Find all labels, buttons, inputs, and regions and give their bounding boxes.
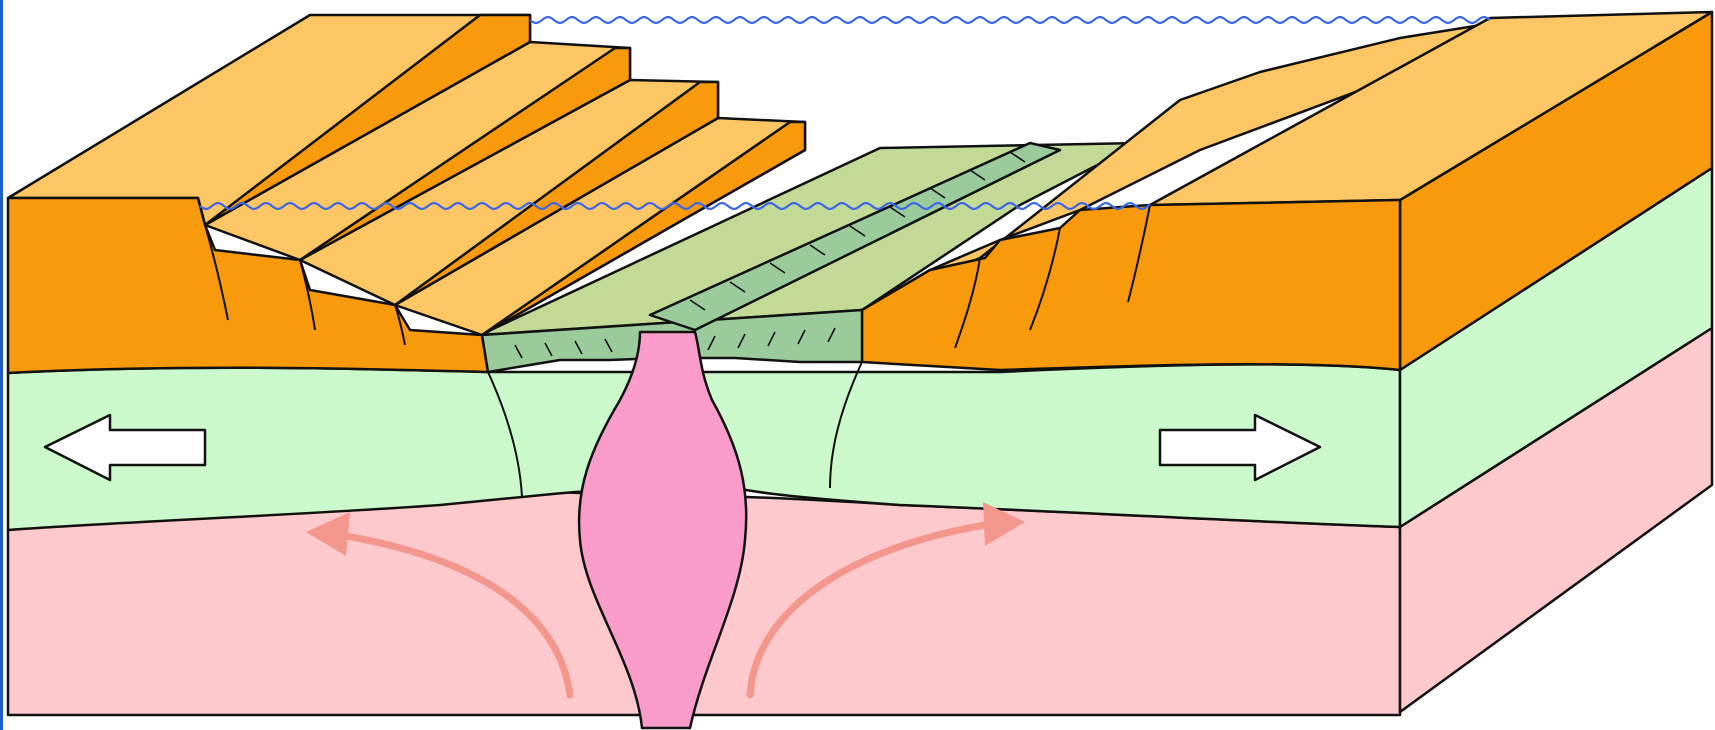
water-surface-line-top (530, 17, 1490, 23)
